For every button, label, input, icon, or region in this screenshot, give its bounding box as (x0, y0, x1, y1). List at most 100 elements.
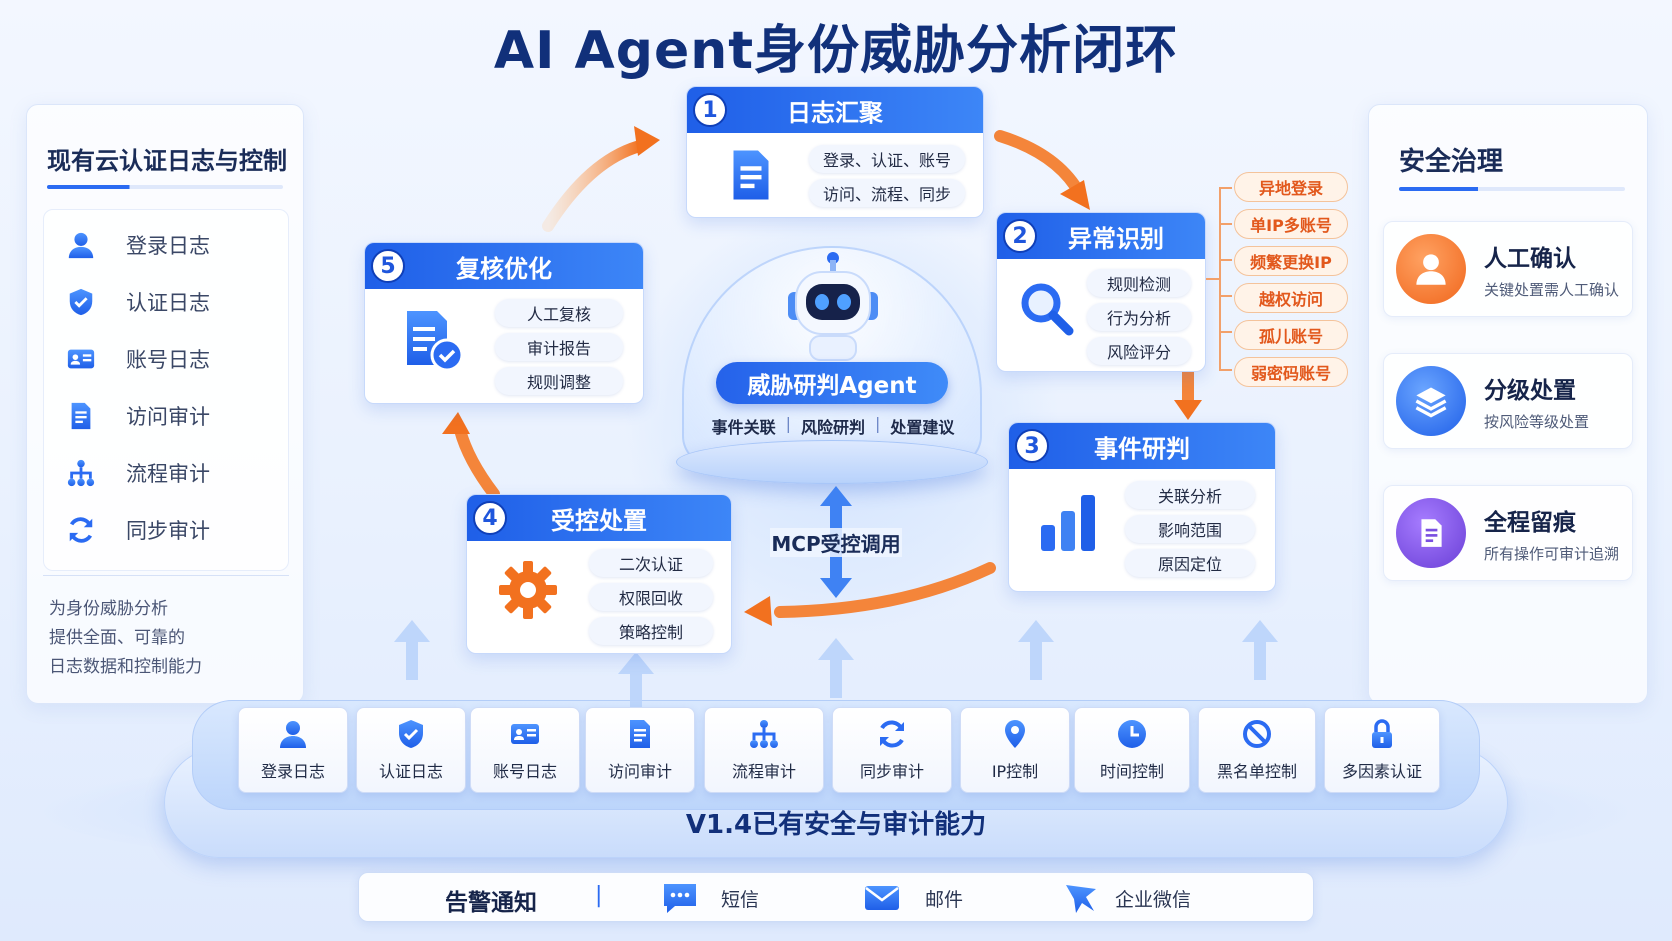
agent-function-separator: | (785, 414, 791, 433)
agent-function-risk-judgment: 风险研判 (800, 418, 865, 437)
step-item: 权限回收 (589, 583, 713, 611)
title-underline (1399, 187, 1625, 191)
step-item: 登录、认证、账号 (809, 145, 965, 173)
step-item: 风险评分 (1087, 337, 1191, 365)
layers-icon (1396, 366, 1466, 436)
anomaly-tag[interactable]: 频繁更换IP (1234, 246, 1348, 276)
base-tile-account-log[interactable]: 账号日志 (470, 707, 580, 793)
left-item-access-audit[interactable]: 访问审计 (44, 387, 288, 444)
left-item-account-log[interactable]: 账号日志 (44, 330, 288, 387)
step-number: 1 (693, 93, 727, 127)
step-item: 人工复核 (495, 299, 623, 327)
step-number: 2 (1003, 219, 1037, 253)
anomaly-tag[interactable]: 孤儿账号 (1234, 320, 1348, 350)
step-item: 二次认证 (589, 549, 713, 577)
document-icon (1396, 498, 1466, 568)
step-item: 影响范围 (1125, 515, 1255, 543)
step-card-anomaly-detection[interactable]: 2 异常识别 规则检测 行为分析 风险评分 (996, 212, 1206, 372)
step-card-event-analysis[interactable]: 3 事件研判 关联分析 影响范围 原因定位 (1008, 422, 1276, 592)
base-tile-time-control[interactable]: 时间控制 (1074, 707, 1190, 793)
step-card-log-aggregation[interactable]: 1 日志汇聚 登录、认证、账号 访问、流程、同步 (686, 86, 984, 218)
step-title: 受控处置 (551, 506, 647, 535)
step-item: 审计报告 (495, 333, 623, 361)
step-card-controlled-handling[interactable]: 4 受控处置 二次认证 权限回收 策略控制 (466, 494, 732, 654)
up-arrow-icon (394, 620, 430, 680)
document-icon (723, 145, 779, 205)
right-panel-title: 安全治理 (1399, 147, 1504, 177)
step-item: 规则调整 (495, 367, 623, 395)
anomaly-tag-list: 异地登录 单IP多账号 频繁更换IP 越权访问 孤儿账号 弱密码账号 (1234, 172, 1350, 387)
base-label: V1.4已有安全与审计能力 (685, 810, 987, 840)
alert-separator: | (595, 883, 603, 908)
base-tile-mfa[interactable]: 多因素认证 (1324, 707, 1440, 793)
governance-tiered-handling[interactable]: 分级处置按风险等级处置 (1383, 353, 1633, 449)
step-number: 3 (1015, 429, 1049, 463)
audit-check-icon (407, 311, 464, 372)
step-title: 复核优化 (456, 254, 552, 283)
tag-bracket (1206, 187, 1232, 371)
left-item-list: 登录日志 认证日志 账号日志 访问审计 流程审计 同步审计 (43, 209, 289, 571)
base-tile-sync-audit[interactable]: 同步审计 (832, 707, 952, 793)
agent-function-separator: | (875, 414, 881, 433)
step-item: 行为分析 (1087, 303, 1191, 331)
up-arrow-icon (818, 638, 854, 698)
agent-functions: 事件关联 | 风险研判 | 处置建议 (688, 414, 978, 438)
base-tile-login-log[interactable]: 登录日志 (238, 707, 348, 793)
left-item-sync-audit[interactable]: 同步审计 (44, 501, 288, 558)
base-tile-access-audit[interactable]: 访问审计 (585, 707, 695, 793)
anomaly-tag[interactable]: 弱密码账号 (1234, 357, 1348, 387)
left-panel: 现有云认证日志与控制 登录日志 认证日志 账号日志 访问审计 流程审计 同步审计… (26, 104, 304, 704)
person-icon (1396, 234, 1466, 304)
right-panel: 安全治理 人工确认关键处置需人工确认 分级处置按风险等级处置 全程留痕所有操作可… (1368, 104, 1648, 704)
alert-bar: 告警通知 | 短信 邮件 企业微信 (358, 872, 1314, 922)
governance-manual-confirm[interactable]: 人工确认关键处置需人工确认 (1383, 221, 1633, 317)
page-title: AI Agent身份威胁分析闭环 (493, 21, 1179, 81)
step-item: 策略控制 (589, 617, 713, 645)
governance-full-trace[interactable]: 全程留痕所有操作可审计追溯 (1383, 485, 1633, 581)
agent-function-handling-suggestion: 处置建议 (890, 418, 955, 437)
up-arrow-icon (1242, 620, 1278, 680)
base-tile-auth-log[interactable]: 认证日志 (356, 707, 466, 793)
step-item: 规则检测 (1087, 269, 1191, 297)
up-arrow-icon (618, 652, 654, 712)
chat-bubble-icon (664, 884, 696, 913)
search-icon (1021, 283, 1074, 336)
agent-title-button[interactable]: 威胁研判Agent (716, 362, 948, 404)
robot-icon (788, 252, 878, 361)
step-title: 日志汇聚 (787, 98, 883, 127)
step-item: 访问、流程、同步 (809, 179, 965, 207)
step-item: 关联分析 (1125, 481, 1255, 509)
base-tile-flow-audit[interactable]: 流程审计 (704, 707, 824, 793)
channel-wecom[interactable]: 企业微信 (1115, 889, 1192, 911)
mail-icon (865, 886, 899, 910)
step-number: 5 (371, 249, 405, 283)
base-tile-blacklist-control[interactable]: 黑名单控制 (1198, 707, 1316, 793)
left-panel-title: 现有云认证日志与控制 (47, 147, 287, 175)
bar-chart-icon (1041, 495, 1095, 551)
mcp-label: MCP受控调用 (770, 528, 902, 557)
left-footer: 为身份威胁分析 提供全面、可靠的 日志数据和控制能力 (49, 599, 202, 677)
left-item-flow-audit[interactable]: 流程审计 (44, 444, 288, 501)
wecom-icon (1066, 885, 1096, 913)
alert-title: 告警通知 (445, 890, 537, 916)
step-card-review-optimization[interactable]: 5 复核优化 人工复核 审计报告 规则调整 (364, 242, 644, 404)
left-item-auth-log[interactable]: 认证日志 (44, 273, 288, 330)
dome-base (676, 440, 988, 484)
anomaly-tag[interactable]: 单IP多账号 (1234, 209, 1348, 239)
channel-sms[interactable]: 短信 (721, 889, 760, 911)
agent-function-event-correlation: 事件关联 (711, 418, 776, 437)
step-item: 原因定位 (1125, 549, 1255, 577)
up-arrow-icon (1018, 620, 1054, 680)
left-item-login-log[interactable]: 登录日志 (44, 216, 288, 273)
step-title: 异常识别 (1068, 224, 1164, 253)
step-title: 事件研判 (1094, 434, 1190, 463)
anomaly-tag[interactable]: 异地登录 (1234, 172, 1348, 202)
gear-icon (499, 561, 557, 619)
step-number: 4 (473, 501, 507, 535)
base-tile-ip-control[interactable]: IP控制 (960, 707, 1070, 793)
channel-email[interactable]: 邮件 (925, 889, 964, 911)
left-divider (43, 575, 289, 576)
title-underline (47, 185, 283, 189)
anomaly-tag[interactable]: 越权访问 (1234, 283, 1348, 313)
